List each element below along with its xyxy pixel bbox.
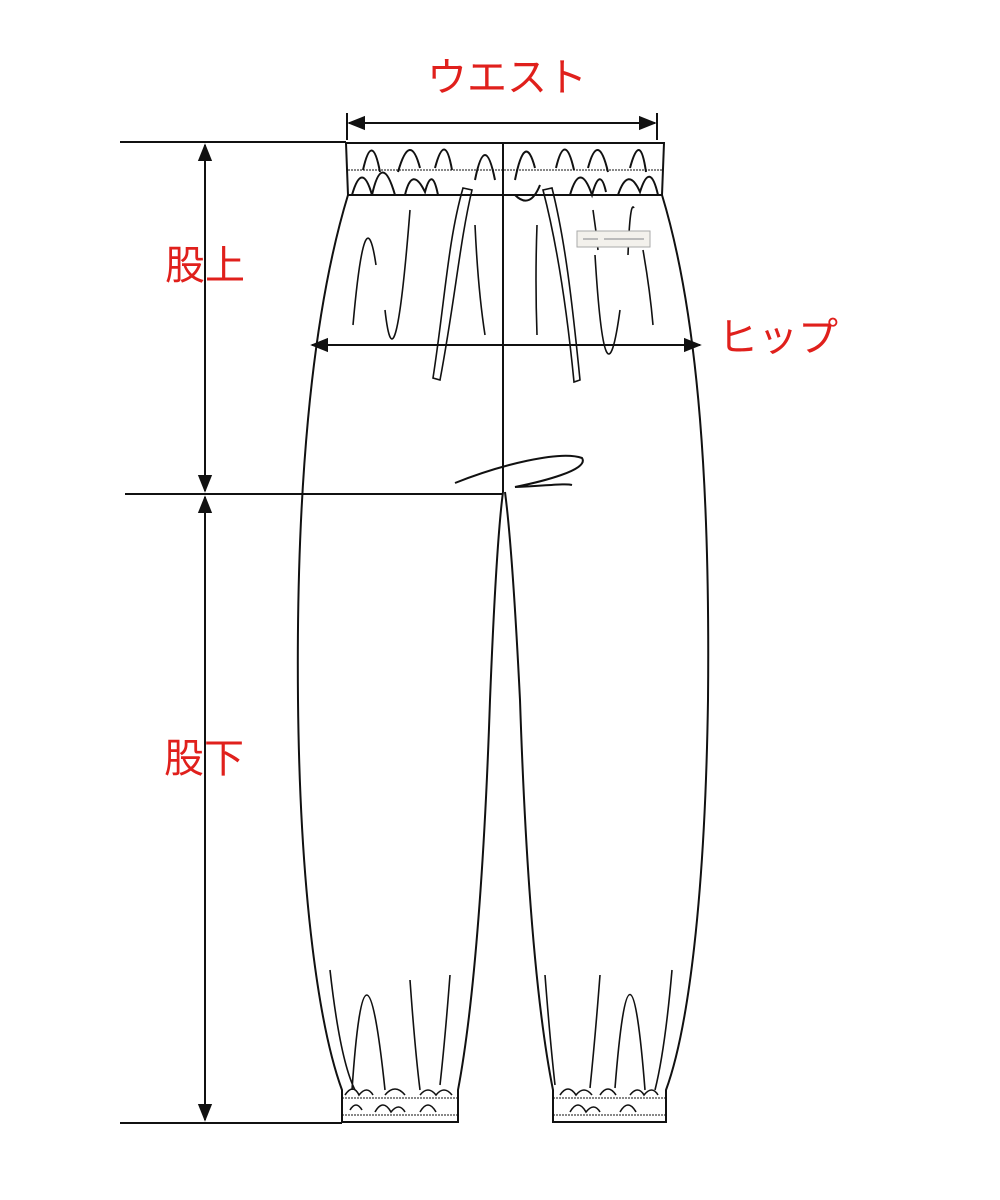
rise-dimension [120,141,503,495]
inseam-dimension [120,495,342,1124]
rise-label: 股上 [165,243,245,289]
hip-label: ヒップ [718,315,838,361]
pants-outline [296,143,710,1123]
inseam-label: 股下 [164,736,244,782]
waistband [344,142,666,202]
pleats [329,206,673,1116]
waist-label: ウエスト [427,55,587,101]
drawstrings [432,187,581,384]
brand-tag [576,230,651,248]
waist-dimension [346,113,658,140]
